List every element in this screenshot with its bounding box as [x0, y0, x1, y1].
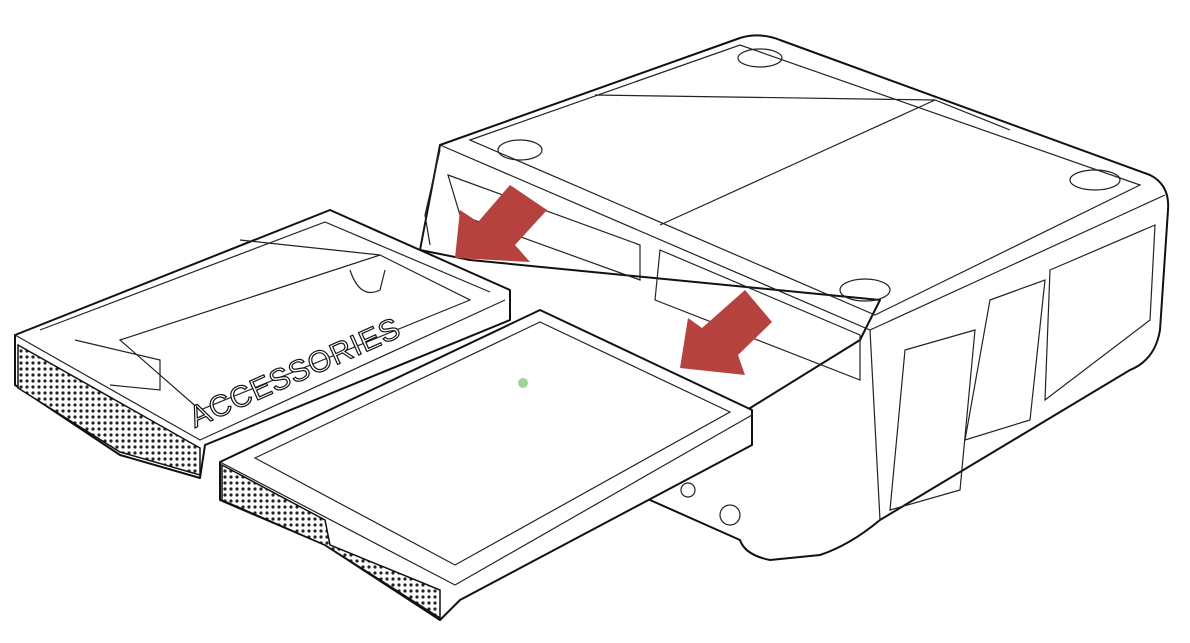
arrow-remove-drawer-icon [680, 290, 772, 375]
arrow-remove-tray-icon [455, 185, 547, 262]
main-enclosure [419, 34, 1170, 561]
drawer-tray [219, 309, 753, 621]
marker-dot [518, 378, 528, 388]
accessories-tray: ACCESSORIES [14, 209, 511, 479]
vent-grille [17, 343, 201, 476]
